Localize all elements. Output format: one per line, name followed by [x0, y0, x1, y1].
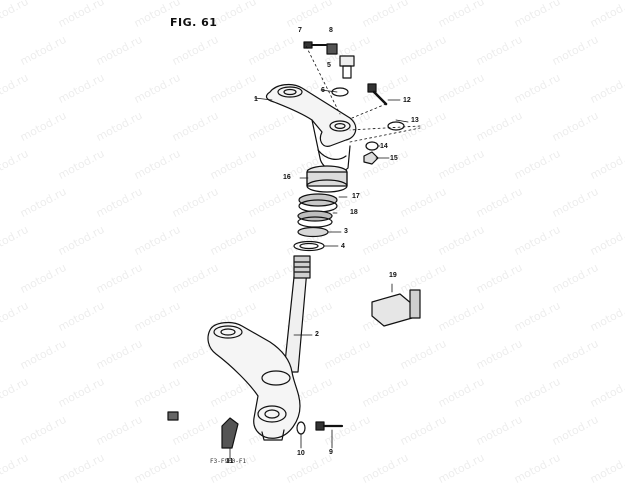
bolt-9 — [315, 421, 344, 431]
bolt-7 — [303, 41, 327, 49]
bolt-5 — [339, 55, 355, 79]
callout-15: 15 — [390, 155, 398, 162]
callout-18: 18 — [350, 209, 358, 216]
callout-11: 11 — [226, 458, 234, 465]
callout-3: 3 — [344, 228, 348, 235]
lower-bracket — [207, 321, 301, 441]
callout-8: 8 — [329, 27, 333, 34]
callout-10: 10 — [297, 450, 305, 457]
washer-10 — [296, 421, 306, 435]
part-11 — [221, 417, 239, 449]
upper-bracket — [265, 83, 357, 173]
callout-6: 6 — [321, 87, 325, 94]
figure-footer-code: F3-F9F0-F1 — [210, 458, 247, 465]
washer-13 — [387, 121, 405, 131]
callout-12: 12 — [403, 97, 411, 104]
callout-16: 16 — [283, 174, 291, 181]
bolt-12 — [367, 83, 388, 106]
washer-6 — [331, 87, 349, 97]
callout-7: 7 — [298, 27, 302, 34]
callout-2: 2 — [315, 331, 319, 338]
nut-15 — [363, 151, 379, 165]
callout-4: 4 — [341, 243, 345, 250]
nut-8 — [326, 43, 338, 55]
bearing-stack — [293, 165, 348, 252]
diagram-drawing — [167, 41, 421, 459]
part-19 — [371, 289, 421, 327]
callout-13: 13 — [411, 117, 419, 124]
callout-19: 19 — [389, 272, 397, 279]
figure-title: FIG. 61 — [170, 16, 218, 29]
callout-17: 17 — [352, 193, 360, 200]
callout-5: 5 — [327, 62, 331, 69]
small-clip — [167, 411, 179, 421]
steering-stem — [283, 255, 311, 373]
callout-1: 1 — [254, 96, 258, 103]
washer-14 — [365, 141, 379, 151]
callout-9: 9 — [329, 449, 333, 456]
callout-14: 14 — [380, 143, 388, 150]
